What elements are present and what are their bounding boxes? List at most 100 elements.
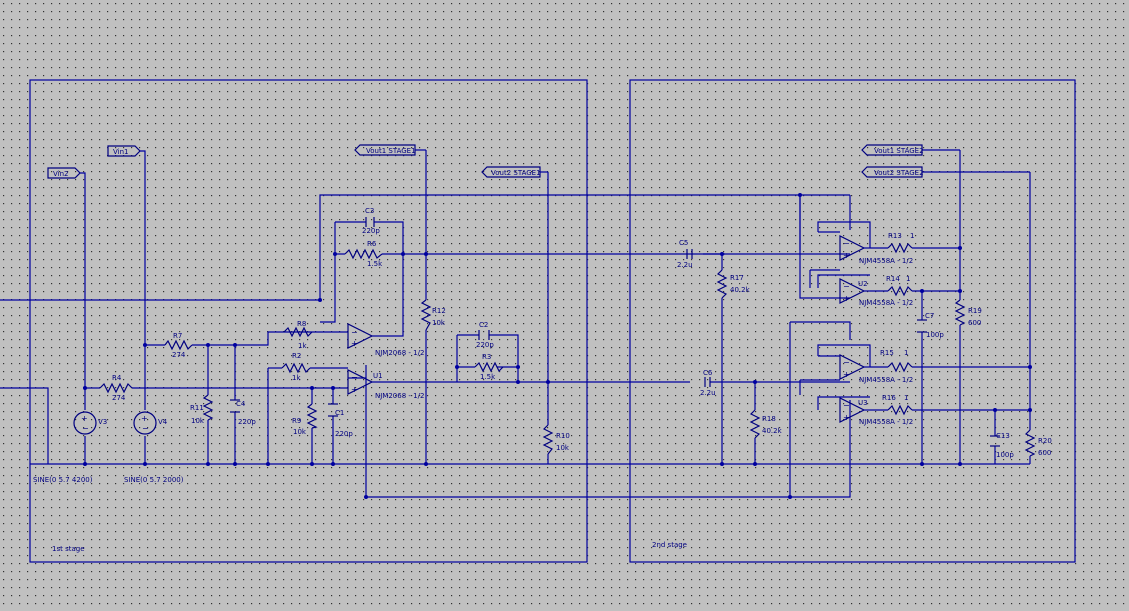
- capacitor-c3[interactable]: C3 220p: [362, 207, 380, 235]
- svg-text:−: −: [351, 373, 358, 382]
- capacitor-c4[interactable]: C4 220p: [230, 399, 256, 426]
- svg-text:SINE(0 5.7 2000): SINE(0 5.7 2000): [124, 476, 184, 484]
- resistor-r14[interactable]: R14 1: [886, 275, 913, 297]
- capacitor-c5[interactable]: C5 2.2u: [677, 239, 693, 269]
- resistor-r17[interactable]: R17 40.2k: [716, 269, 751, 299]
- svg-text:Vin1: Vin1: [113, 148, 128, 156]
- capacitor-c2[interactable]: C2 220p: [476, 321, 494, 349]
- svg-text:U2: U2: [858, 280, 868, 288]
- stage1-label: 1st stage: [52, 545, 85, 553]
- stage2-label: 2nd stage: [652, 541, 687, 549]
- opamp-u1[interactable]: − + U1 NJM2068 - 1/2: [347, 369, 424, 400]
- svg-text:R7: R7: [173, 332, 182, 340]
- svg-text:+: +: [843, 294, 850, 303]
- capacitor-c13[interactable]: C13 100p: [990, 432, 1014, 459]
- net-label-vout1-stage2[interactable]: Vout1 STAGE2: [861, 144, 960, 156]
- svg-text:R18: R18: [762, 415, 776, 423]
- net-label-vout1-stage1[interactable]: Vout1 STAGE1: [354, 144, 426, 156]
- resistor-r9[interactable]: R9 10k: [292, 403, 318, 436]
- opamp-u3b[interactable]: − + NJM4558A - 1/2: [839, 354, 913, 384]
- net-label-vout2-stage2[interactable]: Vout2 STAGE2: [861, 166, 1030, 178]
- svg-text:R15: R15: [880, 349, 894, 357]
- svg-text:274: 274: [112, 394, 126, 402]
- svg-text:R4: R4: [112, 374, 122, 382]
- svg-text:40.2k: 40.2k: [762, 427, 783, 435]
- resistor-r12[interactable]: R12 10k: [420, 299, 446, 331]
- svg-text:R3: R3: [482, 353, 491, 361]
- svg-text:R13: R13: [888, 232, 902, 240]
- net-label-vout2-stage1[interactable]: Vout2 STAGE1: [481, 166, 548, 178]
- svg-text:Vin2: Vin2: [53, 170, 68, 178]
- svg-text:NJM4558A - 1/2: NJM4558A - 1/2: [859, 418, 913, 426]
- svg-text:SINE(0 5.7 4200): SINE(0 5.7 4200): [33, 476, 93, 484]
- resistor-r6[interactable]: R6 1.5k: [344, 240, 383, 268]
- resistor-r11[interactable]: R11 10k: [190, 394, 214, 425]
- svg-text:2.2u: 2.2u: [677, 261, 693, 269]
- capacitor-c1[interactable]: C1 220p: [328, 403, 353, 438]
- svg-text:V4: V4: [158, 418, 168, 426]
- svg-text:2.2u: 2.2u: [700, 389, 716, 397]
- net-label-vin2[interactable]: Vin2: [47, 167, 86, 180]
- svg-text:1.5k: 1.5k: [480, 373, 496, 381]
- svg-text:Vout1 STAGE2: Vout1 STAGE2: [874, 147, 924, 155]
- resistor-r20[interactable]: R20 600: [1024, 429, 1052, 457]
- capacitor-c7[interactable]: C7 100p: [917, 312, 944, 339]
- stage2-box: [629, 79, 1076, 563]
- resistor-r2[interactable]: R2 1k: [281, 352, 311, 382]
- resistor-r8[interactable]: R8 1k: [283, 320, 313, 350]
- opamp-u1b[interactable]: − + NJM2068 - 1/2: [347, 323, 424, 357]
- svg-text:C7: C7: [925, 312, 934, 320]
- wires-stage2: [550, 150, 1031, 497]
- resistor-r4[interactable]: R4 274: [99, 374, 133, 402]
- svg-text:−: −: [843, 239, 850, 248]
- resistor-r15[interactable]: R15 1: [880, 349, 913, 373]
- svg-text:+: +: [141, 414, 148, 423]
- resistor-r19[interactable]: R19 600: [954, 299, 982, 327]
- svg-text:C3: C3: [365, 207, 374, 215]
- svg-text:600: 600: [968, 319, 981, 327]
- svg-text:+: +: [351, 385, 358, 394]
- svg-text:R16: R16: [882, 394, 896, 402]
- svg-text:Vout2 STAGE2: Vout2 STAGE2: [874, 169, 924, 177]
- svg-text:−: −: [843, 358, 850, 367]
- svg-text:+: +: [81, 414, 88, 423]
- svg-text:10k: 10k: [556, 444, 570, 452]
- svg-text:40.2k: 40.2k: [730, 286, 751, 294]
- svg-text:NJM2068 - 1/2: NJM2068 - 1/2: [375, 392, 424, 400]
- opamp-u2[interactable]: − + U2 NJM4558A - 1/2: [839, 278, 913, 307]
- resistor-r13[interactable]: R13 1: [887, 232, 914, 254]
- svg-text:+: +: [843, 370, 850, 379]
- resistor-r7[interactable]: R7 274: [164, 332, 193, 359]
- svg-text:1: 1: [906, 275, 910, 283]
- resistor-r18[interactable]: R18 40.2k: [749, 409, 783, 439]
- opamp-u3[interactable]: − + U3 NJM4558A - 1/2: [839, 397, 913, 426]
- svg-text:−: −: [351, 328, 358, 337]
- svg-text:U3: U3: [858, 399, 868, 407]
- svg-text:−: −: [843, 401, 850, 410]
- svg-text:1k: 1k: [292, 374, 301, 382]
- resistor-r3[interactable]: R3 1.5k: [474, 353, 504, 381]
- svg-text:+: +: [843, 251, 850, 260]
- svg-text:1.5k: 1.5k: [367, 260, 383, 268]
- voltage-source-v3[interactable]: + − V3 SINE(0 5.7 4200): [33, 411, 107, 484]
- svg-text:R14: R14: [886, 275, 900, 283]
- svg-text:U1: U1: [373, 372, 383, 380]
- resistor-r16[interactable]: R16 1: [882, 394, 913, 416]
- svg-text:R11: R11: [190, 404, 204, 412]
- net-label-vin1[interactable]: Vin1: [107, 145, 146, 158]
- opamp-u2b[interactable]: − + NJM4558A - 1/2: [839, 235, 913, 265]
- svg-text:NJM4558A - 1/2: NJM4558A - 1/2: [859, 257, 913, 265]
- svg-text:100p: 100p: [926, 331, 944, 339]
- resistor-r10[interactable]: R10 10k: [542, 424, 570, 455]
- svg-text:R20: R20: [1038, 437, 1052, 445]
- svg-text:1k: 1k: [298, 342, 307, 350]
- capacitor-c6[interactable]: C6 2.2u: [700, 369, 716, 397]
- svg-text:NJM4558A - 1/2: NJM4558A - 1/2: [859, 376, 913, 384]
- svg-text:−: −: [843, 282, 850, 291]
- svg-text:1: 1: [904, 394, 908, 402]
- voltage-source-v4[interactable]: + − V4 SINE(0 5.7 2000): [124, 411, 184, 484]
- svg-text:1: 1: [910, 232, 914, 240]
- svg-text:R2: R2: [292, 352, 301, 360]
